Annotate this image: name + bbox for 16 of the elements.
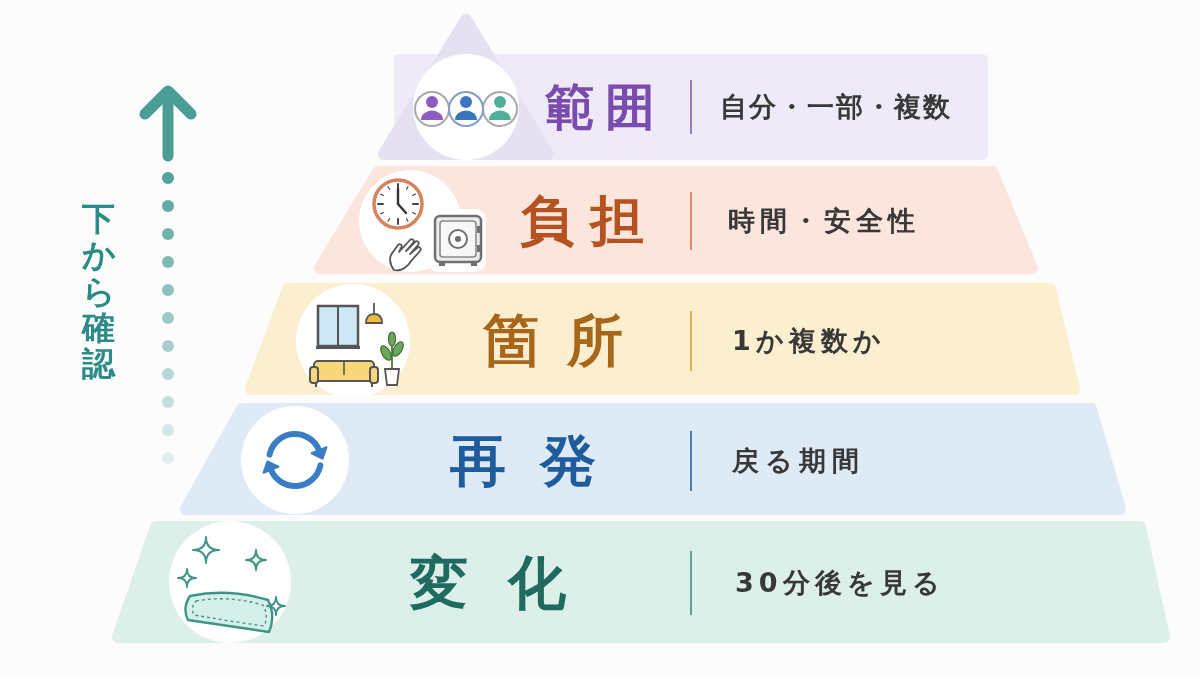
tier-description: 自分・一部・複数	[720, 90, 952, 124]
tier-heading: 再発	[450, 433, 630, 489]
pyramid-tier	[378, 14, 988, 160]
pyramid-tier	[314, 166, 1038, 274]
tier-description: 1か複数か	[732, 324, 886, 358]
tier-heading: 箇所	[483, 313, 651, 369]
pyramid-tier	[245, 283, 1080, 395]
tier-heading: 負担	[520, 194, 660, 248]
pyramid-tier	[112, 521, 1170, 643]
tier-description: 30分後を見る	[735, 566, 945, 600]
vertical-label: 下から確認	[82, 201, 115, 383]
tier-heading: 範囲	[545, 82, 665, 132]
tier-description: 戻る期間	[732, 444, 865, 478]
pyramid-tier	[180, 403, 1126, 515]
tier-heading: 変化	[410, 554, 606, 612]
tier-description: 時間・安全性	[728, 204, 920, 238]
